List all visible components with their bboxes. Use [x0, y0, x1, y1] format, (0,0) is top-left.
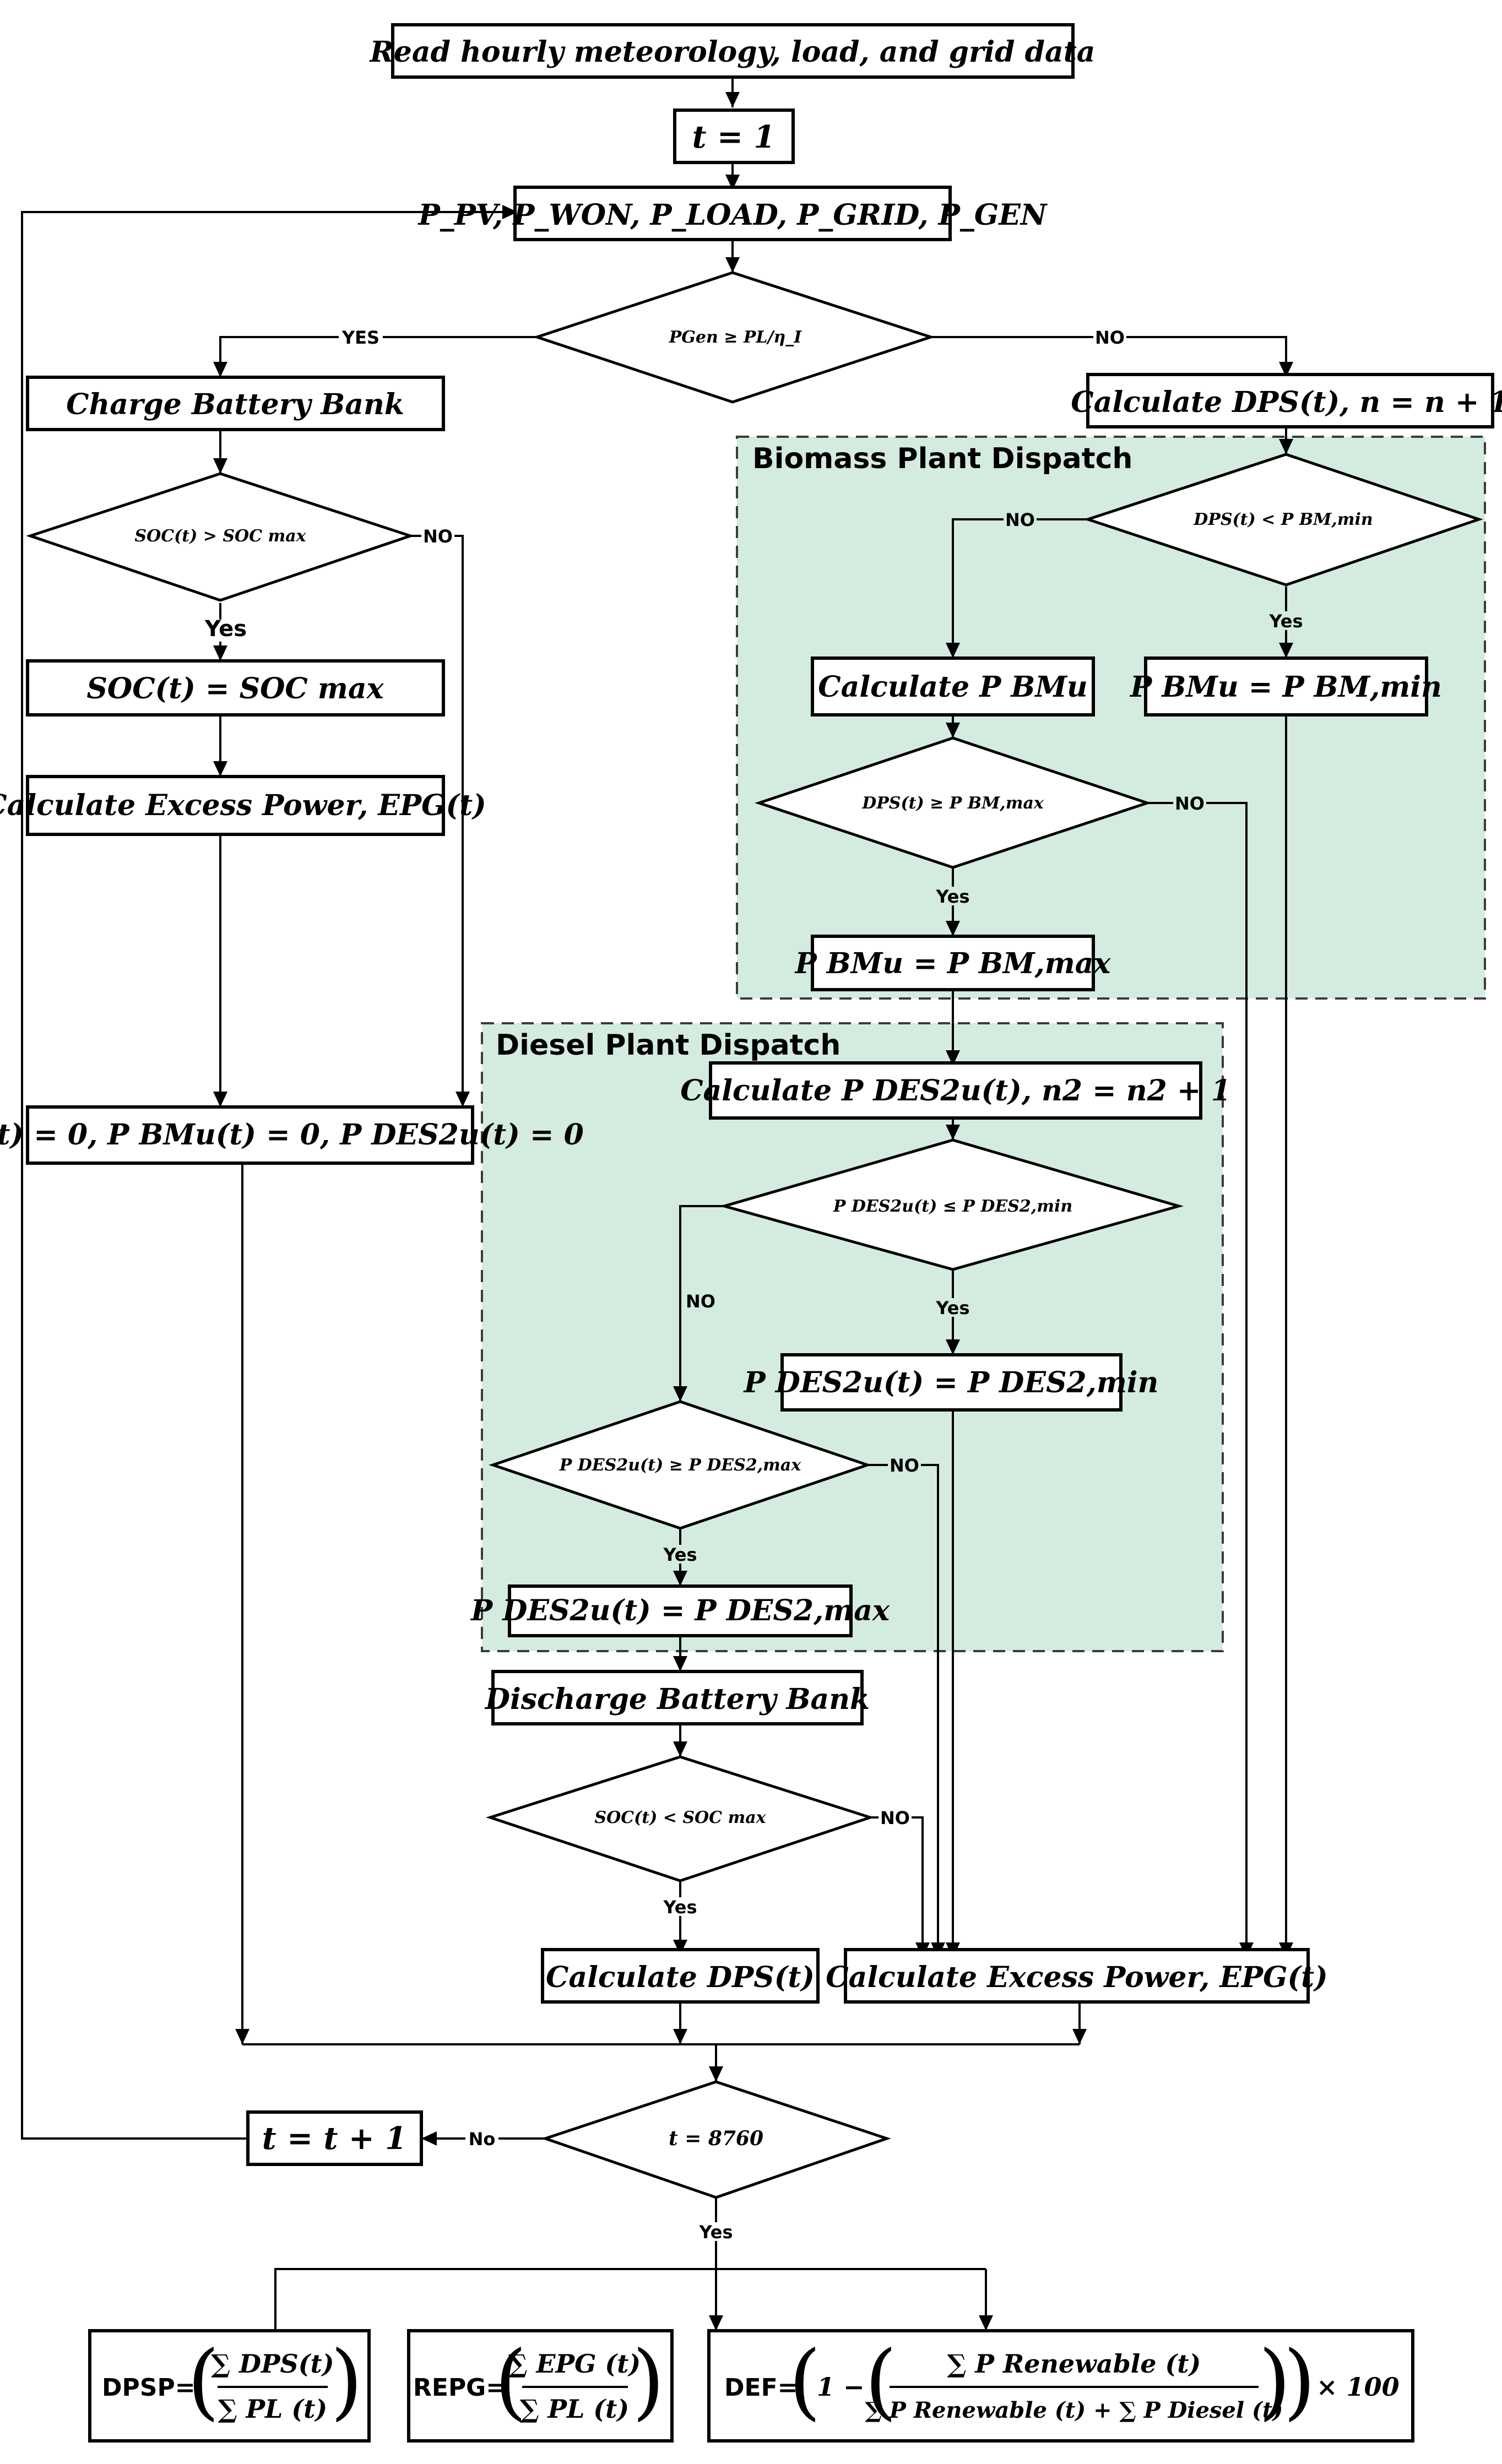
repg-left-paren: ( [495, 2333, 527, 2429]
pgen-decision: PGen ≥ PL/η_I [533, 271, 936, 404]
dpsp-left-paren: ( [187, 2333, 220, 2429]
discharge-battery-text: Discharge Battery Bank [484, 1683, 870, 1716]
soc-min-decision: SOC(t) < SOC max [485, 1755, 875, 1882]
calc-pbmu-text: Calculate P BMu [818, 670, 1087, 704]
des-max-decision: P DES2u(t) ≥ P DES2,max [489, 1400, 872, 1530]
def-name: DEF= [724, 2374, 798, 2402]
yes-label: Yes [699, 2222, 733, 2243]
yes-label: Yes [936, 1298, 970, 1318]
pbmu-min-box: P BMu = P BM,min [1129, 656, 1442, 717]
no-label: NO [880, 1808, 910, 1828]
diesel-dispatch-title: Diesel Plant Dispatch [496, 1029, 841, 1062]
pdes-min-text: P DES2u(t) = P DES2,min [743, 1366, 1159, 1399]
repg-denominator: ∑ PL (t) [520, 2394, 629, 2424]
no-label: NO [1005, 509, 1035, 530]
t-init-box: t = 1 [673, 108, 795, 164]
yes-label: YES [341, 327, 379, 348]
charge-battery-box: Charge Battery Bank [26, 376, 445, 431]
dpsp-right-paren: ) [330, 2333, 363, 2429]
calc-dps-text: Calculate DPS(t) [546, 1961, 815, 1994]
def-right-paren: ) [1283, 2333, 1316, 2429]
bm-max-decision-text: DPS(t) ≥ P BM,max [861, 794, 1044, 813]
def-inner-left-paren: ( [865, 2333, 897, 2429]
des-max-decision-text: P DES2u(t) ≥ P DES2,max [559, 1456, 802, 1475]
calc-pdes-box: Calculate P DES2u(t), n2 = n2 + 1 [680, 1061, 1231, 1120]
no-label: NO [1095, 327, 1125, 348]
dpsp-formula-box: DPSP= ( ∑ DPS(t) ∑ PL (t) ) [88, 2329, 371, 2443]
def-inner-right-paren: ) [1259, 2333, 1291, 2429]
pbmu-max-text: P BMu = P BM,max [794, 947, 1111, 980]
def-one-minus: 1 − [817, 2372, 865, 2402]
des-min-decision: P DES2u(t) ≤ P DES2,min [719, 1138, 1184, 1271]
pgen-decision-text: PGen ≥ PL/η_I [669, 328, 802, 347]
calc-dps-n-text: Calculate DPS(t), n = n + 1 [1071, 386, 1502, 419]
soc-eq-box: SOC(t) = SOC max [26, 659, 445, 717]
yes-label: Yes [663, 1897, 697, 1918]
bm-min-decision-text: DPS(t) < P BM,min [1193, 510, 1373, 529]
no-label: No [469, 2129, 496, 2150]
no-label: NO [686, 1291, 715, 1312]
t-init-text: t = 1 [692, 119, 776, 155]
charge-battery-text: Charge Battery Bank [66, 388, 404, 421]
powers-text: P_PV, P_WON, P_LOAD, P_GRID, P_GEN [417, 198, 1048, 232]
des-min-decision-text: P DES2u(t) ≤ P DES2,min [833, 1197, 1072, 1216]
def-denominator: ∑ P Renewable (t) + ∑ P Diesel (t) [865, 2397, 1283, 2423]
calc-dps-n-box: Calculate DPS(t), n = n + 1 [1071, 373, 1502, 428]
t-8760-decision-text: t = 8760 [669, 2127, 763, 2150]
soc-eq-text: SOC(t) = SOC max [86, 672, 384, 705]
discharge-battery-box: Discharge Battery Bank [484, 1670, 870, 1725]
calc-pbmu-box: Calculate P BMu [811, 656, 1095, 717]
repg-formula-box: REPG= ( ∑ EPG (t) ∑ PL (t) ) [407, 2329, 674, 2443]
dps-zero-text: DPS(t) = 0, P BMu(t) = 0, P DES2u(t) = 0 [0, 1118, 584, 1152]
diesel-dispatch-group: Diesel Plant Dispatch [481, 1022, 1224, 1652]
calc-epg-right-box: Calculate Excess Power, EPG(t) [826, 1948, 1328, 2004]
calc-epg-left-text: Calculate Excess Power, EPG(t) [0, 789, 486, 822]
pdes-max-box: P DES2u(t) = P DES2,max [470, 1584, 890, 1637]
repg-name: REPG= [413, 2374, 506, 2402]
bm-min-decision: DPS(t) < P BM,min [1083, 453, 1483, 587]
dpsp-numerator: ∑ DPS(t) [211, 2349, 334, 2379]
dpsp-denominator: ∑ PL (t) [218, 2394, 327, 2424]
calc-dps-box: Calculate DPS(t) [541, 1948, 820, 2004]
pbmu-min-text: P BMu = P BM,min [1129, 670, 1442, 704]
no-label: NO [1175, 793, 1205, 814]
pdes-min-box: P DES2u(t) = P DES2,min [743, 1353, 1159, 1412]
soc-max-decision: SOC(t) > SOC max [26, 472, 415, 602]
bm-max-decision: DPS(t) ≥ P BM,max [755, 736, 1152, 869]
t-inc-box: t = t + 1 [246, 2110, 423, 2166]
calc-epg-left-box: Calculate Excess Power, EPG(t) [0, 775, 486, 836]
def-formula-box: DEF= ( 1 − ( ∑ P Renewable (t) ∑ P Renew… [707, 2329, 1414, 2443]
dpsp-name: DPSP= [102, 2374, 196, 2402]
pbmu-max-box: P BMu = P BM,max [794, 935, 1111, 991]
yes-label: Yes [204, 616, 247, 642]
t-inc-text: t = t + 1 [262, 2120, 407, 2157]
yes-label: Yes [1269, 611, 1303, 632]
def-times-100: × 100 [1316, 2372, 1400, 2402]
soc-max-decision-text: SOC(t) > SOC max [134, 527, 306, 546]
dps-zero-box: DPS(t) = 0, P BMu(t) = 0, P DES2u(t) = 0 [0, 1105, 584, 1165]
yes-label: Yes [936, 886, 970, 907]
no-label: NO [423, 526, 453, 547]
def-left-paren: ( [789, 2333, 821, 2429]
soc-min-decision-text: SOC(t) < SOC max [594, 1808, 766, 1827]
no-label: NO [890, 1455, 919, 1476]
calc-pdes-text: Calculate P DES2u(t), n2 = n2 + 1 [680, 1074, 1231, 1108]
powers-box: P_PV, P_WON, P_LOAD, P_GRID, P_GEN [417, 186, 1048, 241]
repg-numerator: ∑ EPG (t) [508, 2349, 641, 2379]
read-data-box: Read hourly meteorology, load, and grid … [369, 23, 1096, 79]
t-8760-decision: t = 8760 [541, 2080, 891, 2199]
calc-epg-right-text: Calculate Excess Power, EPG(t) [826, 1961, 1327, 1994]
def-numerator: ∑ P Renewable (t) [947, 2349, 1201, 2379]
read-data-text: Read hourly meteorology, load, and grid … [369, 35, 1096, 69]
yes-label: Yes [663, 1544, 697, 1565]
edge-labels: YES NO NO Yes NO Yes NO Yes Yes NO NO Ye… [201, 327, 1305, 2243]
repg-right-paren: ) [632, 2333, 665, 2429]
pdes-max-text: P DES2u(t) = P DES2,max [470, 1594, 890, 1627]
biomass-dispatch-title: Biomass Plant Dispatch [752, 442, 1132, 475]
